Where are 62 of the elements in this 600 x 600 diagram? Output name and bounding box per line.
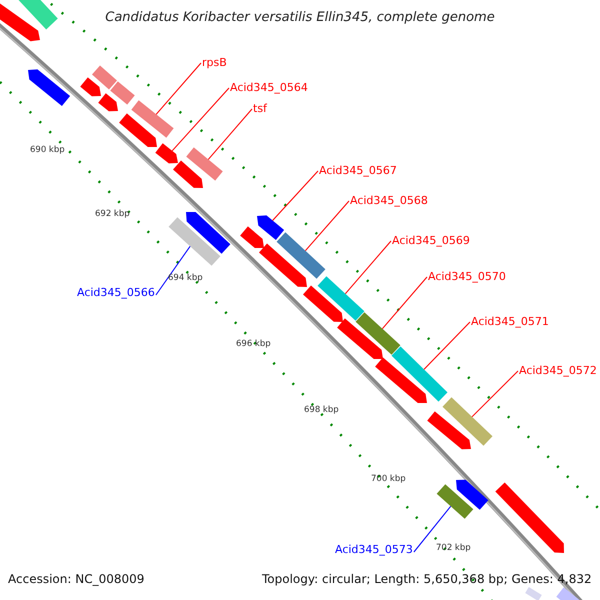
- gene-feature: [110, 81, 135, 105]
- gene-label: Acid345_0572: [519, 365, 597, 376]
- gene-feature: [375, 357, 427, 403]
- gene-feature: [186, 212, 230, 254]
- leader-line: [413, 506, 452, 552]
- gene-feature: [240, 226, 264, 248]
- gene-feature: [131, 100, 174, 138]
- scale-label: 690 kbp: [30, 146, 65, 154]
- footer-text: Accession: NC_008009: [8, 573, 144, 585]
- gene-feature: [442, 397, 492, 446]
- gene-label: Acid345_0573: [335, 544, 413, 555]
- leader-line: [272, 170, 318, 221]
- gene-feature: [303, 286, 343, 322]
- gene-feature: [98, 93, 118, 112]
- scale-label: 694 kbp: [168, 274, 203, 282]
- scale-label: 702 kbp: [436, 544, 471, 552]
- leader-line: [424, 322, 470, 370]
- scale-label: 698 kbp: [304, 406, 339, 414]
- gene-feature: [16, 0, 58, 30]
- gene-feature: [92, 66, 117, 90]
- gene-feature: [0, 2, 40, 42]
- gene-label: Acid345_0564: [230, 82, 308, 93]
- gene-feature: [427, 411, 471, 450]
- gene-feature: [155, 143, 178, 164]
- gene-feature: [495, 482, 564, 553]
- footer-text: Topology: circular; Length: 5,650,368 bp; Genes: 4,832: [262, 573, 592, 585]
- leader-line: [156, 62, 202, 115]
- scale-label: 696 kbp: [236, 340, 271, 348]
- gene-label: Acid345_0566: [77, 287, 155, 298]
- gene-feature: [257, 215, 284, 240]
- gene-label: tsf: [253, 103, 267, 114]
- gene-label: Acid345_0569: [392, 235, 470, 246]
- leader-line: [172, 88, 230, 152]
- gene-feature: [456, 480, 488, 510]
- scale-label: 700 kbp: [371, 475, 406, 484]
- gene-label: Acid345_0571: [471, 316, 549, 327]
- gene-feature: [436, 484, 474, 519]
- gene-label: Acid345_0568: [350, 195, 428, 206]
- leader-line: [304, 200, 350, 252]
- leader-line: [208, 108, 252, 160]
- title: Candidatus Koribacter versatilis Ellin345, complete genome: [104, 11, 496, 24]
- gene-label: Acid345_0570: [428, 271, 506, 282]
- gene-feature: [337, 318, 383, 359]
- gene-feature: [119, 113, 157, 147]
- gene-feature: [276, 232, 326, 279]
- gene-feature: [259, 244, 307, 287]
- leader-line: [382, 276, 428, 330]
- gene-label: rpsB: [202, 57, 227, 68]
- gene-label: Acid345_0567: [319, 165, 397, 176]
- leader-line: [472, 370, 518, 418]
- gene-feature: [186, 147, 223, 181]
- gene-feature: [392, 346, 448, 402]
- gene-feature: [28, 69, 70, 106]
- gene-feature: [356, 312, 400, 355]
- scale-label: 692 kbp: [95, 210, 130, 218]
- gene-feature: [173, 160, 203, 188]
- gene-feature: [318, 276, 364, 321]
- leader-line: [155, 246, 191, 296]
- leader-line: [344, 240, 392, 294]
- gene-feature: [168, 217, 220, 266]
- gene-feature: [80, 77, 101, 96]
- gene-feature: [525, 587, 542, 600]
